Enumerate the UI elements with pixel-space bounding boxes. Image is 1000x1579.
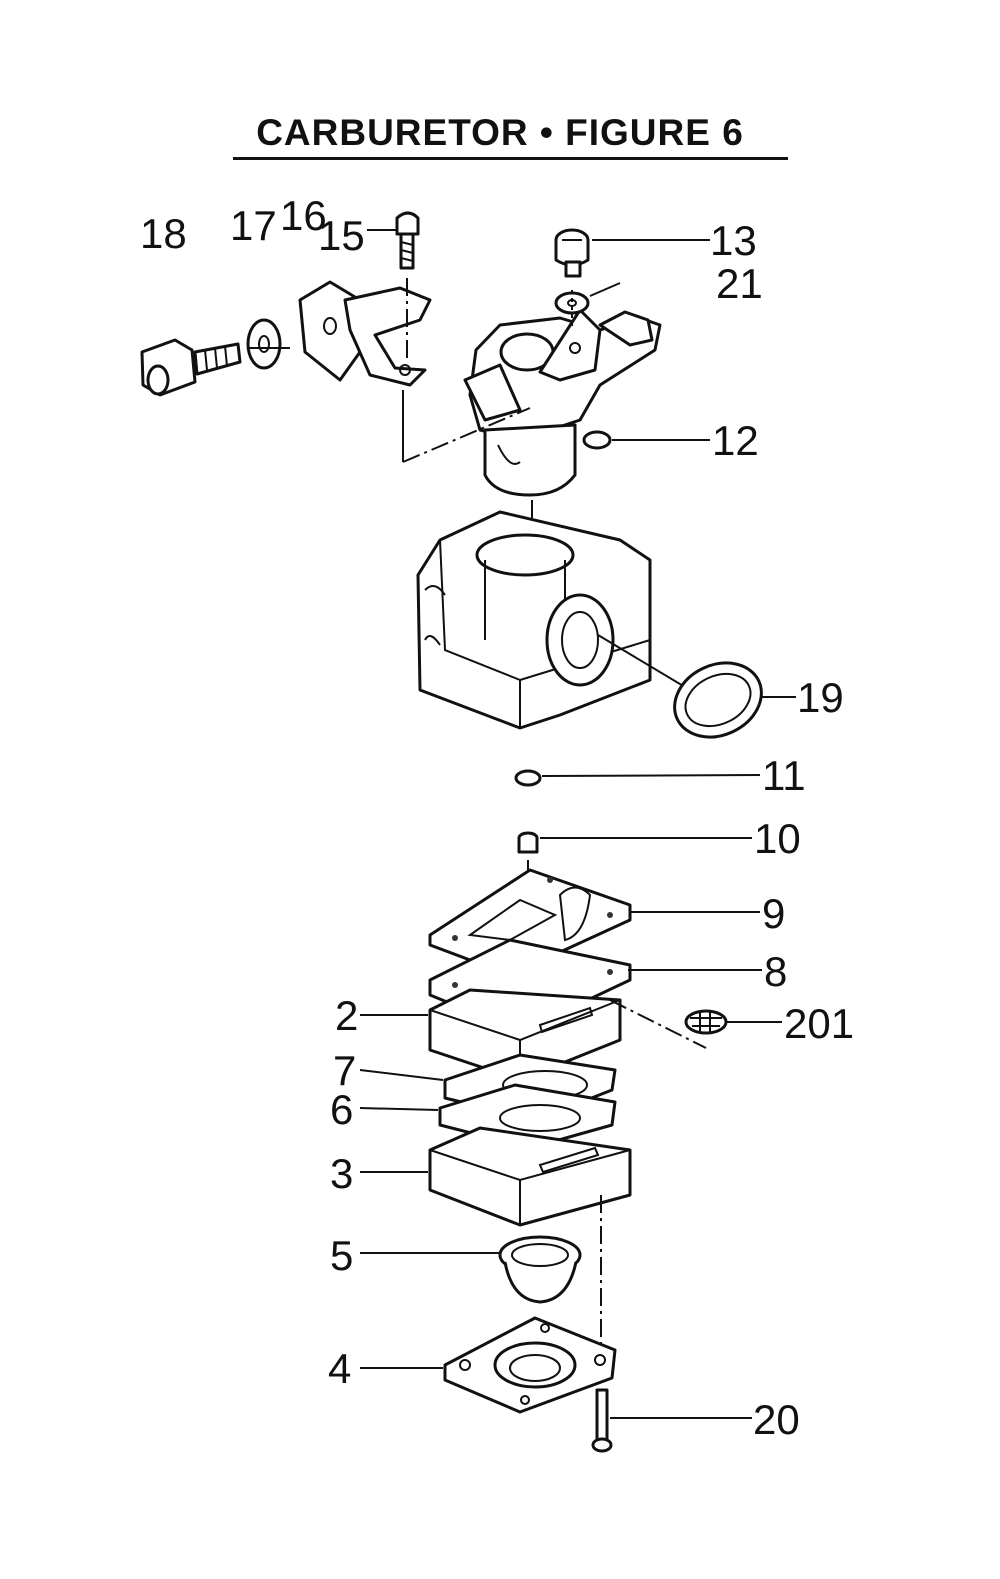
callout-7: 7 — [333, 1047, 356, 1094]
callout-8: 8 — [764, 948, 787, 995]
callout-3: 3 — [330, 1150, 353, 1197]
part-5-primer-cup — [498, 1235, 582, 1304]
assembly-line — [597, 634, 691, 691]
callout-19: 19 — [797, 674, 844, 721]
throttle-barrel — [463, 308, 662, 497]
page-title: CARBURETOR • FIGURE 6 — [256, 112, 744, 153]
callout-10: 10 — [754, 815, 801, 862]
callout-2: 2 — [335, 992, 358, 1039]
part-15-screw — [395, 211, 420, 270]
part-12-clip — [582, 430, 612, 450]
callout-17: 17 — [230, 202, 277, 249]
part-20-screw — [591, 1388, 613, 1453]
assembly-line — [609, 999, 707, 1049]
callout-12: 12 — [712, 417, 759, 464]
callout-5: 5 — [330, 1232, 353, 1279]
leader-21 — [589, 282, 621, 297]
leader-7 — [359, 1069, 444, 1081]
part-16-lever-plate — [298, 280, 432, 387]
carburetor-body — [416, 510, 652, 730]
part-2-pump-body — [428, 988, 622, 1082]
callout-13: 13 — [710, 217, 757, 264]
part-11-washer — [514, 769, 542, 787]
part-10-fitting — [517, 831, 539, 854]
callout-16: 16 — [280, 192, 327, 239]
assembly-line — [402, 407, 531, 463]
leader-11 — [541, 774, 761, 777]
title-underline — [233, 157, 788, 160]
callout-21: 21 — [716, 260, 763, 307]
callout-18: 18 — [140, 210, 187, 257]
callout-20: 20 — [753, 1396, 800, 1443]
part-3-metering-body — [428, 1126, 632, 1227]
part-17-nut — [246, 318, 282, 370]
part-18-fitting — [140, 338, 242, 397]
part-19-ring — [673, 661, 763, 739]
part-201-screen — [684, 1009, 728, 1035]
callout-201: 201 — [784, 1000, 854, 1047]
leader-6 — [359, 1107, 439, 1111]
callout-15: 15 — [318, 212, 365, 259]
part-4-cover-plate — [443, 1316, 617, 1414]
callout-11: 11 — [762, 752, 806, 799]
callout-4: 4 — [328, 1345, 351, 1392]
part-13-adjust-screw — [554, 228, 590, 278]
callout-9: 9 — [762, 890, 785, 937]
callout-6: 6 — [330, 1086, 353, 1133]
